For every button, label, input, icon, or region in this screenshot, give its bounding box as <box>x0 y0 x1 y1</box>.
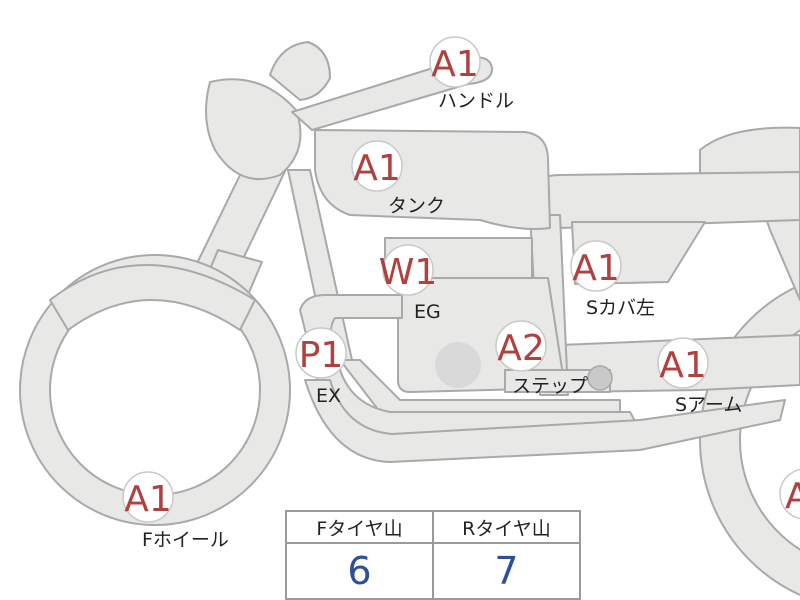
grade-text-step: A2 <box>497 328 545 369</box>
engine-cover <box>435 342 481 388</box>
step-peg <box>587 365 613 391</box>
front-fender <box>49 264 256 331</box>
tire-table-header-row: Fタイヤ山 Rタイヤ山 <box>285 510 581 544</box>
rear-tire-value: 7 <box>432 542 581 600</box>
grade-badge-handle: A1 <box>429 36 481 88</box>
grade-text-engine: W1 <box>379 252 438 293</box>
grade-badge-tank: A1 <box>351 140 403 192</box>
label-handle: ハンドル <box>438 90 514 112</box>
label-step: ステップ <box>512 375 588 397</box>
front-wheel <box>19 254 291 526</box>
grade-badge-step: A2 <box>495 320 547 372</box>
grade-badge-exhaust: P1 <box>295 327 347 379</box>
label-front-wheel: Fホイール <box>142 529 229 551</box>
grade-text-tank: A1 <box>353 148 401 189</box>
mirror <box>269 41 331 101</box>
grade-text-swing-arm: A1 <box>659 345 707 386</box>
rear-wheel <box>699 284 800 596</box>
label-engine: EG <box>414 301 441 323</box>
grade-badge-side-cover: A1 <box>570 240 622 292</box>
rear-tire-header: Rタイヤ山 <box>432 510 581 544</box>
grade-badge-rear-wheel: A <box>779 468 800 520</box>
label-side-cover: Sカバ左 <box>586 297 655 319</box>
label-exhaust: EX <box>316 385 341 407</box>
tire-tread-table: Fタイヤ山 Rタイヤ山 6 7 <box>285 510 581 600</box>
grade-badge-swing-arm: A1 <box>657 337 709 389</box>
grade-text-rear-wheel: A <box>785 476 800 517</box>
grade-text-exhaust: P1 <box>299 335 344 376</box>
grade-text-handle: A1 <box>431 44 479 85</box>
seat <box>539 171 800 229</box>
grade-text-side-cover: A1 <box>572 248 620 289</box>
tire-table-value-row: 6 7 <box>285 542 581 600</box>
front-tire-header: Fタイヤ山 <box>285 510 434 544</box>
grade-badge-engine: W1 <box>379 244 438 296</box>
headlight <box>205 78 302 181</box>
exhaust-pipe-lower <box>304 379 786 463</box>
grade-badge-front-wheel: A1 <box>122 471 174 523</box>
step-bar <box>504 369 611 393</box>
label-tank: タンク <box>388 195 445 217</box>
label-swing-arm: Sアーム <box>675 394 742 416</box>
front-tire-value: 6 <box>285 542 434 600</box>
grade-text-front-wheel: A1 <box>124 479 172 520</box>
